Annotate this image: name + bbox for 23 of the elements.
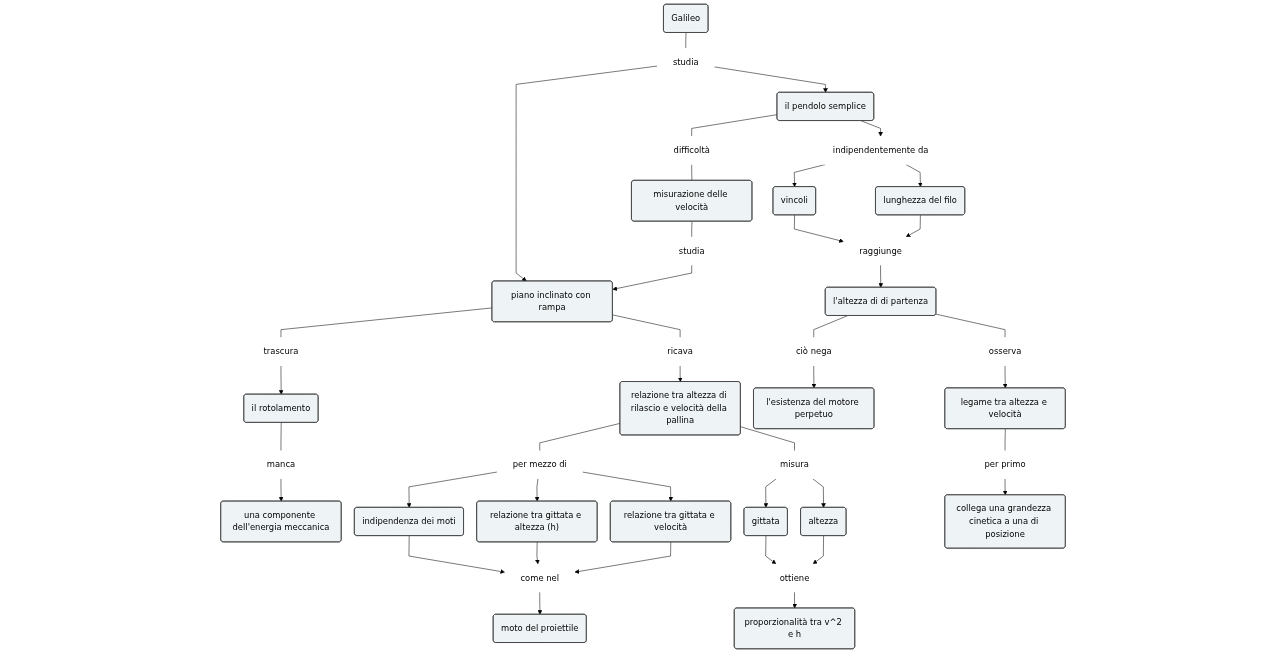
node-text: ciò nega: [795, 346, 832, 357]
node-text: difficoltà: [673, 145, 710, 156]
node-text: trascura: [263, 346, 299, 357]
node-text: ricava: [667, 346, 693, 357]
node-text: ottiene: [779, 572, 810, 583]
node-text: studia: [678, 245, 705, 256]
connector: [691, 114, 778, 137]
node-text: raggiunge: [859, 245, 902, 256]
node-text: come nel: [520, 572, 560, 583]
node-text: per primo: [984, 459, 1026, 470]
node-text: osserva: [988, 346, 1022, 357]
node-text: manca: [266, 459, 296, 470]
connector: [1004, 428, 1006, 451]
node-text: studia: [672, 57, 699, 68]
connector: [539, 423, 621, 451]
connector: [813, 315, 848, 338]
connector: [740, 426, 795, 451]
connector: [612, 314, 681, 338]
connector: [280, 422, 282, 451]
node-text: indipendentemente da: [832, 145, 929, 156]
node-text: misura: [780, 459, 809, 470]
node-text: per mezzo di: [512, 459, 567, 470]
connector: [685, 32, 687, 49]
